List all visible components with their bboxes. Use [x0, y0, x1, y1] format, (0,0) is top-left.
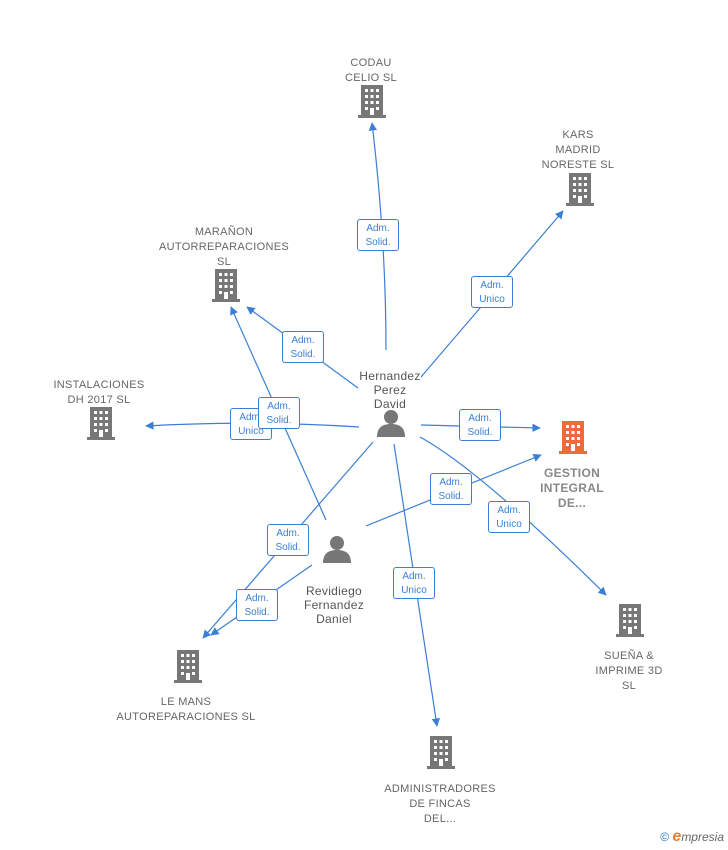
- codau-building-icon[interactable]: [358, 85, 386, 118]
- hernandez-person-icon[interactable]: [377, 410, 405, 437]
- lemans-building-icon[interactable]: [174, 650, 202, 683]
- company-name-suena[interactable]: SUEÑA & IMPRIME 3D SL: [595, 650, 663, 692]
- suena-building-icon[interactable]: [616, 604, 644, 637]
- company-name-gestion[interactable]: GESTION INTEGRAL DE...: [540, 466, 604, 510]
- edge-hernandez-suena: [419, 436, 607, 596]
- gestion-building-icon[interactable]: [559, 421, 587, 454]
- kars-building-icon[interactable]: [566, 173, 594, 206]
- role-label-revidiego-lemans[interactable]: Adm. Solid.: [236, 589, 278, 621]
- role-label-hernandez-lemans[interactable]: Adm. Solid.: [267, 524, 309, 556]
- footer-brand: © empresia: [660, 828, 724, 846]
- role-label-hernandez-kars[interactable]: Adm. Unico: [471, 276, 513, 308]
- role-label-hernandez-administradores[interactable]: Adm. Unico: [393, 567, 435, 599]
- company-name-administradores[interactable]: ADMINISTRADORES DE FINCAS DEL...: [384, 783, 496, 825]
- role-label-hernandez-suena[interactable]: Adm. Unico: [488, 501, 530, 533]
- brand-logo-text: mpresia: [681, 830, 724, 844]
- role-label-hernandez-codau[interactable]: Adm. Solid.: [357, 219, 399, 251]
- role-label-hernandez-gestion[interactable]: Adm. Solid.: [459, 409, 501, 441]
- company-name-kars[interactable]: KARS MADRID NORESTE SL: [541, 129, 615, 171]
- company-name-codau[interactable]: CODAU CELIO SL: [345, 57, 397, 84]
- company-name-maranon[interactable]: MARAÑON AUTORREPARACIONES SL: [159, 226, 289, 268]
- company-name-lemans[interactable]: LE MANS AUTOREPARACIONES SL: [116, 696, 256, 723]
- copyright-symbol: ©: [660, 830, 670, 844]
- company-name-instalaciones[interactable]: INSTALACIONES DH 2017 SL: [53, 379, 145, 406]
- instalaciones-building-icon[interactable]: [87, 407, 115, 440]
- person-name-revidiego[interactable]: Revidiego Fernandez Daniel: [303, 584, 365, 626]
- administradores-building-icon[interactable]: [427, 736, 455, 769]
- revidiego-person-icon[interactable]: [323, 536, 351, 563]
- brand-logo-initial: e: [672, 828, 682, 845]
- role-label-hernandez-maranon[interactable]: Adm. Solid.: [282, 331, 324, 363]
- maranon-building-icon[interactable]: [212, 269, 240, 302]
- person-name-hernandez[interactable]: Hernandez Perez David: [359, 369, 421, 411]
- role-label-revidiego-gestion[interactable]: Adm. Solid.: [430, 473, 472, 505]
- role-label-revidiego-maranon[interactable]: Adm. Solid.: [258, 397, 300, 429]
